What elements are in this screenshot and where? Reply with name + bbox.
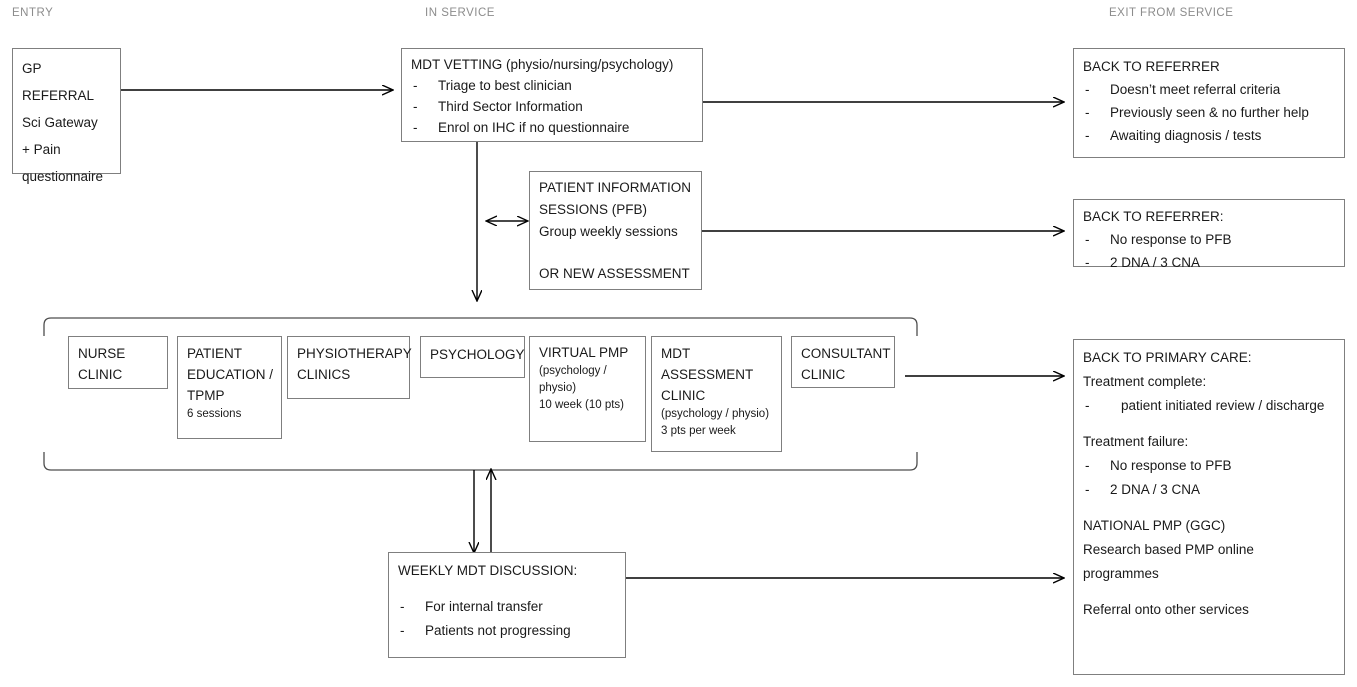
node-mdt-vetting[interactable]: MDT VETTING (physio/nursing/psychology) … bbox=[401, 48, 703, 142]
column-header-exit: EXIT FROM SERVICE bbox=[1109, 7, 1234, 19]
list-item: Triage to best clinician bbox=[411, 75, 694, 96]
column-header-in-service: IN SERVICE bbox=[425, 7, 495, 19]
spacer bbox=[1083, 418, 1336, 430]
node-virtual-pmp[interactable]: VIRTUAL PMP (psychology / physio) 10 wee… bbox=[529, 336, 646, 442]
list-item: No response to PFB bbox=[1083, 454, 1336, 478]
spacer bbox=[398, 583, 617, 595]
brace-bottom bbox=[43, 452, 918, 471]
node-nurse-clinic[interactable]: NURSE CLINIC bbox=[68, 336, 168, 389]
list-item: Patients not progressing bbox=[398, 619, 617, 643]
node-back-to-referrer-1[interactable]: BACK TO REFERRER Doesn’t meet referral c… bbox=[1073, 48, 1345, 158]
gp-referral-line2: Sci Gateway bbox=[22, 115, 98, 130]
weekly-mdt-list: For internal transfer Patients not progr… bbox=[398, 595, 617, 643]
list-item: patient initiated review / discharge bbox=[1083, 394, 1336, 418]
treatment-failure-label: Treatment failure: bbox=[1083, 434, 1189, 449]
node-psychology[interactable]: PSYCHOLOGY bbox=[420, 336, 525, 378]
patient-education-title: PATIENT EDUCATION / TPMP bbox=[187, 346, 274, 403]
treatment-complete-list: patient initiated review / discharge bbox=[1083, 394, 1336, 418]
consultant-clinic-title: CONSULTANT CLINIC bbox=[801, 346, 891, 382]
national-pmp-line3: programmes bbox=[1083, 566, 1159, 581]
list-item: Awaiting diagnosis / tests bbox=[1083, 124, 1336, 147]
national-pmp-line2: Research based PMP online bbox=[1083, 542, 1254, 557]
node-back-to-primary-care[interactable]: BACK TO PRIMARY CARE: Treatment complete… bbox=[1073, 339, 1345, 675]
node-back-to-referrer-2[interactable]: BACK TO REFERRER: No response to PFB 2 D… bbox=[1073, 199, 1345, 274]
primary-care-title: BACK TO PRIMARY CARE: bbox=[1083, 350, 1252, 365]
list-item: No response to PFB bbox=[1083, 228, 1336, 251]
list-item: Previously seen & no further help bbox=[1083, 101, 1336, 124]
pfb-line4: OR NEW ASSESSMENT bbox=[539, 266, 690, 281]
treatment-complete-label: Treatment complete: bbox=[1083, 374, 1207, 389]
back-to-referrer-1-title: BACK TO REFERRER bbox=[1083, 59, 1220, 74]
referral-other-services: Referral onto other services bbox=[1083, 602, 1249, 617]
psychology-title: PSYCHOLOGY bbox=[430, 347, 525, 362]
virtual-pmp-title: VIRTUAL PMP bbox=[539, 345, 629, 360]
mdt-assessment-sub1: (psychology / physio) bbox=[661, 408, 770, 420]
treatment-failure-list: No response to PFB 2 DNA / 3 CNA bbox=[1083, 454, 1336, 502]
node-physiotherapy-clinics[interactable]: PHYSIOTHERAPY CLINICS bbox=[287, 336, 412, 399]
node-weekly-mdt-discussion[interactable]: WEEKLY MDT DISCUSSION: For internal tran… bbox=[388, 552, 626, 658]
node-mdt-assessment-clinic[interactable]: MDT ASSESSMENT CLINIC (psychology / phys… bbox=[651, 336, 782, 452]
spacer bbox=[1083, 586, 1336, 598]
back-to-referrer-2-title: BACK TO REFERRER: bbox=[1083, 209, 1224, 224]
pfb-line3: Group weekly sessions bbox=[539, 224, 678, 239]
list-item: Third Sector Information bbox=[411, 96, 694, 117]
weekly-mdt-title: WEEKLY MDT DISCUSSION: bbox=[398, 563, 578, 578]
spacer bbox=[539, 243, 693, 263]
back-to-referrer-1-list: Doesn’t meet referral criteria Previousl… bbox=[1083, 78, 1336, 147]
national-pmp-line1: NATIONAL PMP (GGC) bbox=[1083, 518, 1226, 533]
list-item: 2 DNA / 3 CNA bbox=[1083, 251, 1336, 274]
back-to-referrer-2-list: No response to PFB 2 DNA / 3 CNA bbox=[1083, 228, 1336, 274]
mdt-vetting-title: MDT VETTING (physio/nursing/psychology) bbox=[411, 57, 674, 72]
node-patient-education[interactable]: PATIENT EDUCATION / TPMP 6 sessions bbox=[177, 336, 282, 439]
list-item: Enrol on IHC if no questionnaire bbox=[411, 117, 694, 138]
virtual-pmp-sub1: (psychology / bbox=[539, 365, 607, 377]
list-item: 2 DNA / 3 CNA bbox=[1083, 478, 1336, 502]
gp-referral-line4: questionnaire bbox=[22, 169, 104, 184]
physiotherapy-clinics-title: PHYSIOTHERAPY CLINICS bbox=[297, 346, 412, 382]
mdt-assessment-title: MDT ASSESSMENT CLINIC bbox=[661, 346, 754, 403]
nurse-clinic-title: NURSE CLINIC bbox=[78, 346, 126, 382]
pfb-line1: PATIENT INFORMATION bbox=[539, 180, 692, 195]
virtual-pmp-sub2: physio) bbox=[539, 382, 577, 394]
patient-education-sub: 6 sessions bbox=[187, 408, 242, 420]
spacer bbox=[1083, 502, 1336, 514]
list-item: Doesn’t meet referral criteria bbox=[1083, 78, 1336, 101]
column-header-entry: ENTRY bbox=[12, 7, 54, 19]
virtual-pmp-sub3: 10 week (10 pts) bbox=[539, 399, 625, 411]
node-consultant-clinic[interactable]: CONSULTANT CLINIC bbox=[791, 336, 895, 388]
brace-top bbox=[43, 317, 918, 336]
mdt-vetting-list: Triage to best clinician Third Sector In… bbox=[411, 75, 694, 138]
node-gp-referral[interactable]: GP REFERRAL Sci Gateway + Pain questionn… bbox=[12, 48, 121, 184]
gp-referral-title: GP REFERRAL bbox=[22, 61, 95, 103]
list-item: For internal transfer bbox=[398, 595, 617, 619]
node-patient-information-sessions[interactable]: PATIENT INFORMATION SESSIONS (PFB) Group… bbox=[529, 171, 702, 290]
gp-referral-line3: + Pain bbox=[22, 142, 61, 157]
pfb-line2: SESSIONS (PFB) bbox=[539, 202, 648, 217]
mdt-assessment-sub2: 3 pts per week bbox=[661, 425, 736, 437]
